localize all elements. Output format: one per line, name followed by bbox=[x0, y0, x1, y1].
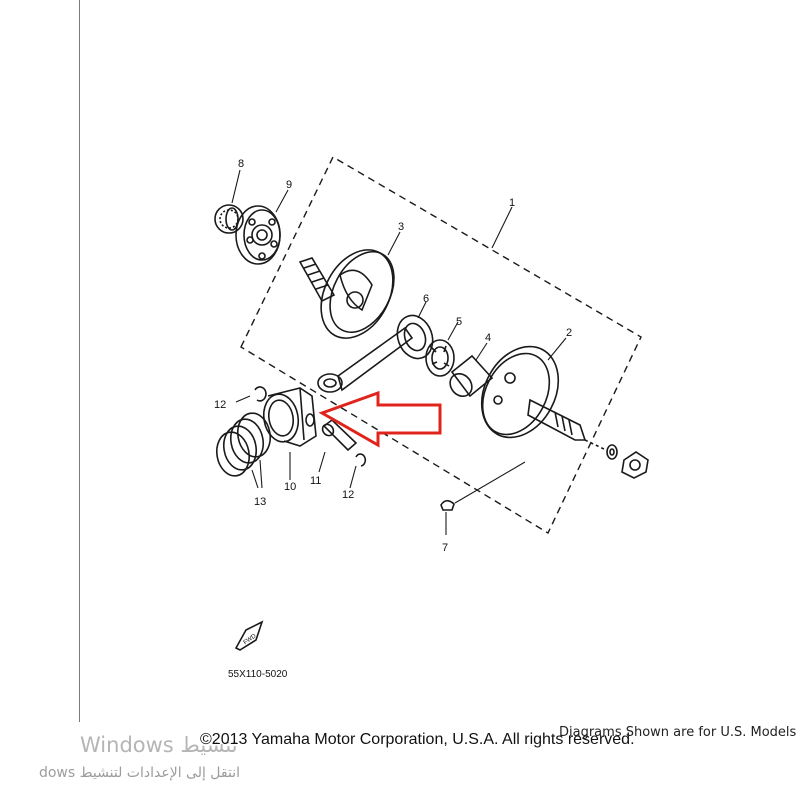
part-12-clip-lower bbox=[355, 453, 367, 467]
part-label-8: 8 bbox=[238, 158, 244, 170]
part-12-clip-upper bbox=[254, 386, 267, 402]
part-10-piston bbox=[262, 387, 317, 447]
part-6-connecting-rod bbox=[317, 314, 434, 393]
part-4-crank-pin bbox=[449, 354, 494, 398]
activation-settings-hint: dows انتقل إلى الإعدادات لتنشيط bbox=[38, 765, 240, 781]
part-label-4: 4 bbox=[485, 332, 491, 344]
part-label-2: 2 bbox=[566, 327, 572, 339]
part-label-7: 7 bbox=[442, 542, 448, 554]
part-13-piston-rings bbox=[215, 412, 272, 477]
part-label-11: 11 bbox=[310, 475, 321, 487]
part-label-1: 1 bbox=[509, 197, 515, 209]
part-5-needle-bearing bbox=[425, 339, 455, 377]
part-8-gear bbox=[214, 204, 244, 234]
part-9-bearing bbox=[235, 205, 281, 265]
part-label-3: 3 bbox=[398, 221, 404, 233]
part-3-crank-half bbox=[298, 249, 395, 339]
exploded-parts-diagram: 1 2 3 4 5 6 7 8 9 10 11 12 12 13 FWD 55X… bbox=[214, 156, 649, 680]
part-7-woodruff-key bbox=[440, 499, 455, 511]
washer-and-nut bbox=[584, 439, 649, 479]
copyright-notice: ©2013 Yamaha Motor Corporation, U.S.A. A… bbox=[200, 731, 635, 748]
part-2-crank-half bbox=[480, 345, 587, 441]
part-label-12-upper: 12 bbox=[214, 399, 226, 411]
part-label-13: 13 bbox=[254, 496, 266, 508]
part-label-5: 5 bbox=[456, 316, 462, 328]
page-border-line bbox=[79, 0, 80, 722]
part-label-10: 10 bbox=[284, 481, 296, 493]
fwd-direction-icon bbox=[234, 620, 264, 651]
assembly-dashed-boundary bbox=[240, 156, 642, 535]
highlight-arrow-icon bbox=[318, 390, 442, 448]
diagram-code: 55X110-5020 bbox=[228, 669, 288, 680]
windows-activation-watermark: Windows تنشيط bbox=[80, 733, 238, 757]
part-label-9: 9 bbox=[286, 179, 292, 191]
us-models-disclaimer: Diagrams Shown are for U.S. Models bbox=[559, 725, 797, 740]
part-11-piston-pin bbox=[321, 418, 358, 452]
part-label-12-lower: 12 bbox=[342, 489, 354, 501]
part-label-6: 6 bbox=[423, 293, 429, 305]
